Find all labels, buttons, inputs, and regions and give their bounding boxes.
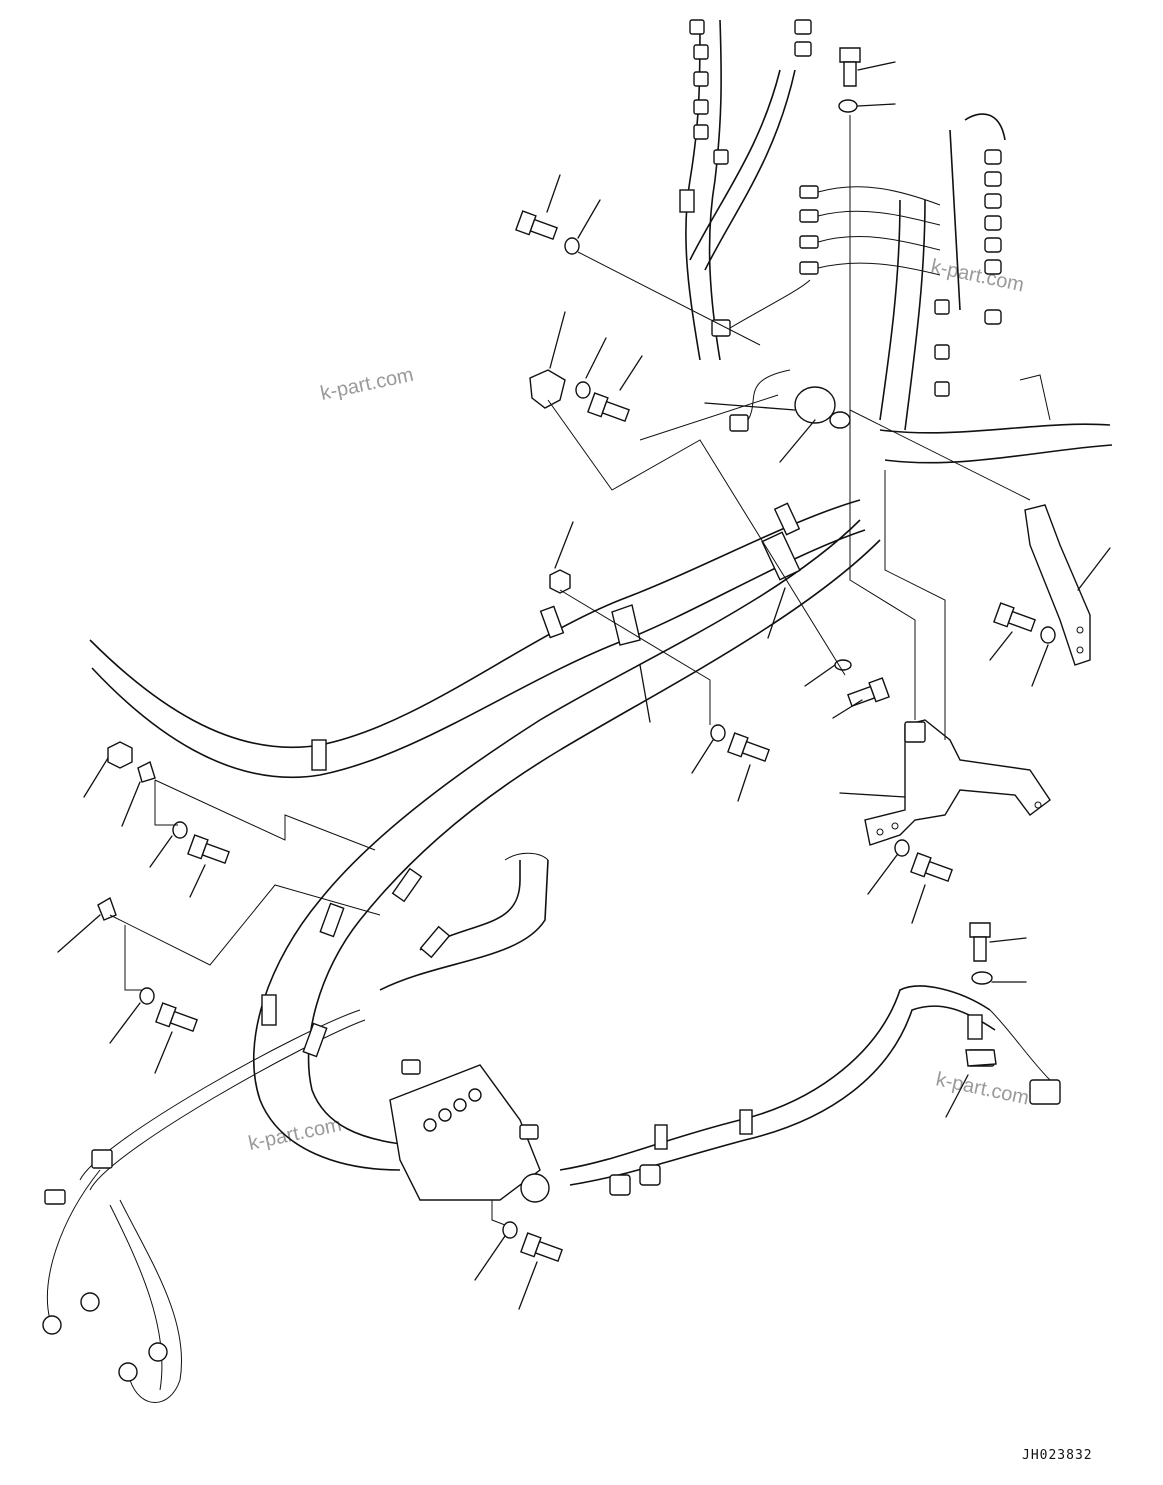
connector-bar-right [799, 113, 1006, 397]
watermark-text: k-part.com [929, 255, 1026, 296]
bracket-right-upper [1024, 504, 1091, 666]
drawing-code: JH023832 [1022, 1448, 1093, 1463]
washer [971, 971, 993, 985]
hose-clamps [261, 189, 983, 1150]
nut [107, 741, 133, 769]
clip [97, 896, 117, 921]
clamp-band [773, 502, 801, 536]
washer [838, 99, 858, 113]
clamp-band [302, 1022, 328, 1058]
clip [137, 761, 156, 783]
bolt [187, 834, 230, 865]
center-component [761, 386, 851, 581]
washer [502, 1221, 518, 1239]
nut [549, 569, 571, 594]
washer [710, 724, 726, 742]
washers [107, 99, 1056, 1239]
clamp-band [739, 1109, 753, 1135]
watermark-text: k-part.com [934, 1068, 1031, 1109]
bolt [969, 922, 991, 962]
connector-bar-left [689, 19, 812, 432]
washer [564, 237, 580, 255]
washer [575, 381, 591, 399]
bolts [155, 47, 1036, 1263]
clip [611, 604, 641, 646]
clip [965, 1049, 997, 1067]
clamp-band [967, 1014, 983, 1040]
callout-leaders [57, 61, 1111, 1310]
bolt [839, 47, 861, 87]
clamp-band [679, 189, 695, 213]
washer [1040, 626, 1056, 644]
clip [529, 369, 566, 409]
washer [894, 839, 910, 857]
main-harness [46, 19, 1113, 1403]
washer [834, 659, 852, 671]
watermark-text: k-part.com [318, 364, 415, 405]
bolt [727, 732, 770, 763]
bolt [910, 852, 953, 883]
clamp-band [261, 994, 277, 1026]
clamp-band [311, 739, 327, 771]
bolt [993, 602, 1036, 633]
clamp-band [319, 902, 345, 938]
watermark-text: k-part.com [246, 1114, 343, 1155]
reference-lines [109, 115, 1031, 1226]
clips [97, 369, 997, 1067]
clamp-band [654, 1124, 668, 1150]
junction-block [42, 1049, 1061, 1382]
bolt [847, 677, 890, 708]
bolt [515, 210, 558, 241]
bracket-right-middle [864, 719, 1051, 846]
bolt [155, 1002, 198, 1033]
bolt [520, 1232, 563, 1263]
clamp-band [391, 867, 423, 903]
washer [139, 987, 155, 1005]
washer [172, 821, 188, 839]
clamp-band [539, 605, 565, 639]
bolt [587, 392, 630, 423]
clamp-band [419, 925, 451, 959]
